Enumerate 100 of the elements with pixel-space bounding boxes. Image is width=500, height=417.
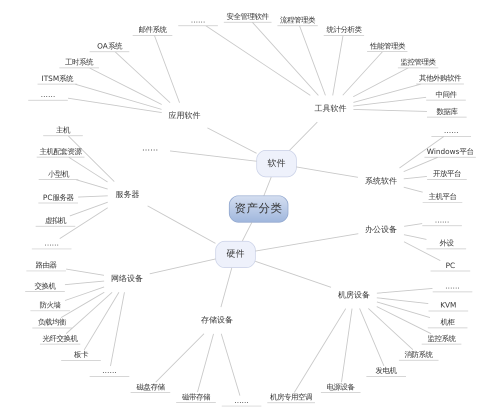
node-text: 磁盘存储 xyxy=(136,382,164,391)
connector xyxy=(403,240,440,261)
connector xyxy=(169,150,256,162)
node-text: 防火墙 xyxy=(39,300,60,310)
connector xyxy=(196,332,214,392)
connector xyxy=(352,83,422,102)
connector xyxy=(254,260,331,288)
node-text: 中间件 xyxy=(435,89,456,98)
connector xyxy=(352,96,426,106)
node-box: 资产分类 xyxy=(228,194,288,222)
connector xyxy=(220,332,240,396)
connector xyxy=(148,258,216,274)
connector xyxy=(60,291,104,318)
connector xyxy=(65,291,112,334)
connector xyxy=(65,268,104,276)
connector xyxy=(342,50,382,96)
node-text: …… xyxy=(102,366,116,375)
node-text: …… xyxy=(444,281,460,290)
connector xyxy=(254,232,358,251)
node-text: 主机平台 xyxy=(428,192,456,201)
connector xyxy=(288,121,318,150)
connector xyxy=(367,308,413,350)
connector xyxy=(146,204,216,244)
node-text: …… xyxy=(234,395,248,404)
connector xyxy=(154,34,180,103)
node-text: 机房专用空调 xyxy=(270,392,312,401)
node-text: …… xyxy=(434,214,449,224)
node-text: 数据库 xyxy=(436,106,457,116)
connector xyxy=(293,308,346,392)
node-text: 外设 xyxy=(438,238,453,248)
connector xyxy=(352,66,408,97)
connector xyxy=(403,222,422,226)
connector xyxy=(340,308,352,382)
connector xyxy=(68,201,108,216)
connector xyxy=(206,126,257,154)
connector xyxy=(77,194,108,197)
connector xyxy=(241,221,252,241)
node-text: …… xyxy=(190,14,205,24)
connector xyxy=(64,280,104,285)
connector xyxy=(251,21,318,96)
connector xyxy=(402,234,426,240)
node-text: …… xyxy=(44,238,58,248)
connector xyxy=(74,83,162,110)
connector xyxy=(402,156,438,172)
connector xyxy=(154,332,204,382)
connector xyxy=(110,291,124,366)
node-text: 主机 xyxy=(55,124,70,134)
connector xyxy=(220,266,232,308)
node-text: PC xyxy=(445,260,455,270)
connector xyxy=(376,306,431,334)
connector xyxy=(114,50,170,103)
node-text: 性能管理类 xyxy=(369,40,404,50)
node-text: 板卡 xyxy=(74,350,88,359)
connector xyxy=(358,308,384,366)
connector xyxy=(83,291,119,350)
node-text: 路由器 xyxy=(35,260,56,270)
connector xyxy=(75,178,108,189)
node-text: 机柜 xyxy=(440,317,454,326)
node-text: 消防系统 xyxy=(404,349,432,358)
node-text: 虚拟机 xyxy=(44,215,66,224)
node-box: 软件 xyxy=(256,150,296,177)
node-text: 磁带存储 xyxy=(182,392,210,401)
node-text: Windows平台 xyxy=(426,146,473,156)
connector xyxy=(204,24,310,96)
node-text: …… xyxy=(443,126,458,135)
connector xyxy=(64,286,104,300)
node-box: 硬件 xyxy=(214,240,256,268)
connector xyxy=(67,97,162,113)
connector xyxy=(376,301,430,318)
node-text: 流程管理类 xyxy=(280,14,315,24)
node-text: 电源设备 xyxy=(326,382,354,391)
node-text: 统计分析类 xyxy=(326,24,361,34)
connector xyxy=(58,206,108,239)
node-text: PC服务器 xyxy=(42,192,73,202)
node-text: ITSM系统 xyxy=(41,73,73,82)
node-text: 主机配套资源 xyxy=(39,146,82,156)
node-text: OA系统 xyxy=(96,40,122,50)
connector xyxy=(402,186,423,192)
node-text: 负载均衡 xyxy=(38,317,66,326)
connector xyxy=(332,34,343,96)
node-text: 开放平台 xyxy=(432,168,460,178)
connector xyxy=(398,136,444,168)
node-text: 监控管理类 xyxy=(400,57,436,66)
node-text: 安全管理软件 xyxy=(226,11,268,20)
node-text: 发电机 xyxy=(375,366,396,375)
connector xyxy=(67,134,114,182)
node-text: 工时系统 xyxy=(64,57,93,66)
node-text: 监控系统 xyxy=(427,333,456,342)
connector xyxy=(352,108,427,112)
connector xyxy=(68,156,108,182)
node-text: 小型机 xyxy=(48,168,69,178)
connector xyxy=(88,67,162,104)
node-text: KVM xyxy=(440,300,456,310)
node-text: …… xyxy=(40,89,55,98)
connector xyxy=(376,296,428,304)
connector xyxy=(376,288,432,294)
node-text: 邮件系统 xyxy=(138,24,166,34)
connector xyxy=(402,176,427,179)
connector xyxy=(298,24,326,96)
connector xyxy=(295,166,358,178)
